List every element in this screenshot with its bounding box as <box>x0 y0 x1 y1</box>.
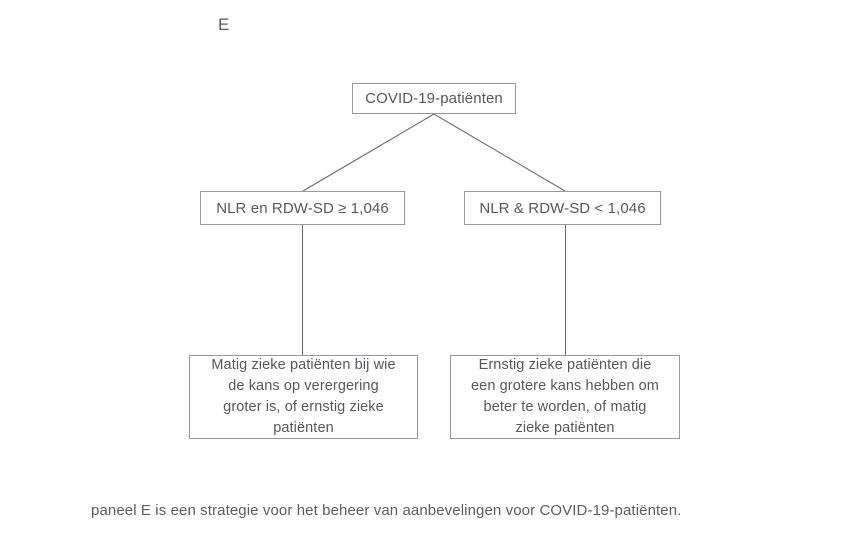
panel-letter: E <box>218 15 230 34</box>
node-root-label: COVID-19-patiënten <box>365 90 503 107</box>
node-condition-left: NLR en RDW-SD ≥ 1,046 <box>200 191 405 225</box>
figure-caption: paneel E is een strategie voor het behee… <box>91 502 682 519</box>
connector-root-to-left <box>302 113 435 192</box>
node-outcome-left-label: Matig zieke patiënten bij wie de kans op… <box>211 357 396 436</box>
node-condition-right-label: NLR & RDW-SD < 1,046 <box>479 199 646 217</box>
node-outcome-right-label: Ernstig zieke patiënten die een grotere … <box>470 357 659 436</box>
connector-root-to-right <box>433 113 566 192</box>
node-condition-right: NLR & RDW-SD < 1,046 <box>464 191 661 225</box>
node-root-covid-patients: COVID-19-patiënten <box>352 83 516 114</box>
node-condition-left-label: NLR en RDW-SD ≥ 1,046 <box>216 199 389 217</box>
node-outcome-left: Matig zieke patiënten bij wie de kans op… <box>189 355 418 439</box>
node-outcome-right: Ernstig zieke patiënten die een grotere … <box>450 355 680 439</box>
